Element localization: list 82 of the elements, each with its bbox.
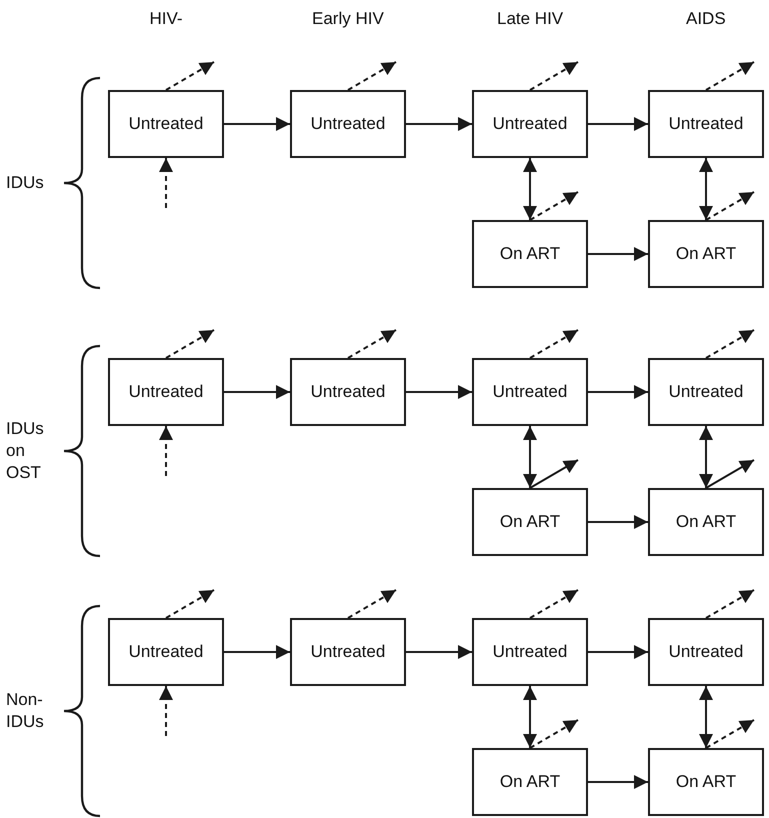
- state-box: [472, 90, 588, 158]
- arrow: [159, 686, 173, 736]
- arrow: [530, 61, 578, 91]
- state-box: [108, 618, 224, 686]
- state-label: On ART: [500, 244, 560, 264]
- state-box: [108, 358, 224, 426]
- state-box: [472, 618, 588, 686]
- arrow: [406, 385, 472, 399]
- state-label: Untreated: [668, 382, 744, 402]
- state-label: On ART: [676, 244, 736, 264]
- arrow: [348, 329, 396, 359]
- arrow: [166, 61, 214, 91]
- arrow: [159, 158, 173, 208]
- state-box: [648, 488, 764, 556]
- state-box: [290, 90, 406, 158]
- state-label: Untreated: [492, 642, 568, 662]
- state-label: Untreated: [310, 642, 386, 662]
- arrow: [348, 61, 396, 91]
- arrow: [588, 515, 648, 529]
- arrow: [523, 158, 537, 220]
- state-label: Untreated: [310, 382, 386, 402]
- arrow: [523, 426, 537, 488]
- state-label: Untreated: [492, 114, 568, 134]
- state-label: Untreated: [310, 114, 386, 134]
- group-label: IDUs on OST: [6, 418, 45, 484]
- arrow: [588, 247, 648, 261]
- state-box: [648, 618, 764, 686]
- arrow: [406, 645, 472, 659]
- state-label: Untreated: [128, 114, 204, 134]
- arrow: [706, 589, 754, 619]
- arrow: [699, 426, 713, 488]
- arrow: [348, 589, 396, 619]
- arrow: [588, 645, 648, 659]
- state-box: [290, 358, 406, 426]
- group-label: IDUs: [6, 172, 45, 194]
- state-box: [648, 90, 764, 158]
- state-label: On ART: [676, 512, 736, 532]
- state-box: [648, 220, 764, 288]
- stage-heading: HIV-: [150, 8, 183, 30]
- arrow: [530, 329, 578, 359]
- state-box: [472, 358, 588, 426]
- arrow: [166, 589, 214, 619]
- arrow: [706, 329, 754, 359]
- state-label: Untreated: [668, 642, 744, 662]
- state-label: On ART: [500, 512, 560, 532]
- arrow: [406, 117, 472, 131]
- state-box: [648, 748, 764, 816]
- state-box: [472, 220, 588, 288]
- state-label: On ART: [500, 772, 560, 792]
- arrow: [166, 329, 214, 359]
- state-label: Untreated: [128, 642, 204, 662]
- arrow: [588, 385, 648, 399]
- arrow: [588, 117, 648, 131]
- arrow: [224, 385, 290, 399]
- arrow: [530, 459, 578, 489]
- arrow: [588, 775, 648, 789]
- arrow: [224, 117, 290, 131]
- arrow: [224, 645, 290, 659]
- arrow: [699, 686, 713, 748]
- stage-heading: Late HIV: [497, 8, 564, 30]
- arrow: [530, 589, 578, 619]
- stage-heading: Early HIV: [312, 8, 384, 30]
- arrow: [530, 191, 578, 221]
- arrow: [706, 459, 754, 489]
- state-box: [472, 488, 588, 556]
- arrow: [706, 191, 754, 221]
- state-box: [108, 90, 224, 158]
- stage-heading: AIDS: [686, 8, 726, 30]
- state-box: [290, 618, 406, 686]
- arrow: [523, 686, 537, 748]
- arrow: [530, 719, 578, 749]
- state-label: On ART: [676, 772, 736, 792]
- state-box: [472, 748, 588, 816]
- arrow: [699, 158, 713, 220]
- state-label: Untreated: [668, 114, 744, 134]
- state-box: [648, 358, 764, 426]
- state-label: Untreated: [492, 382, 568, 402]
- arrow: [159, 426, 173, 476]
- arrow: [706, 61, 754, 91]
- arrow: [706, 719, 754, 749]
- state-label: Untreated: [128, 382, 204, 402]
- group-label: Non-IDUs: [6, 689, 45, 734]
